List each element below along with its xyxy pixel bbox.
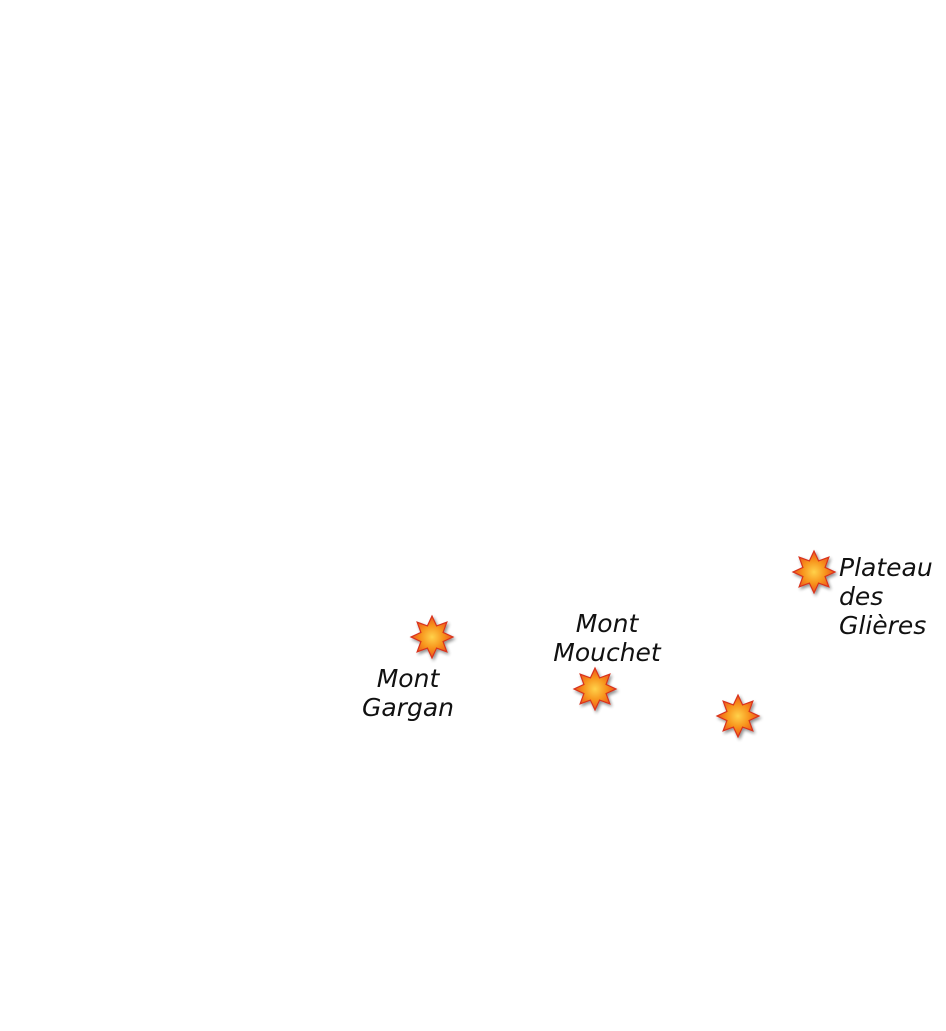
explosion-star-icon[interactable] bbox=[791, 549, 837, 595]
explosion-star-icon[interactable] bbox=[715, 693, 761, 739]
map-label-mont-gargan: Mont Gargan bbox=[360, 664, 456, 722]
label-line: Mont bbox=[376, 664, 440, 693]
map-label-plateau-des-glieres: Plateau des Glières bbox=[839, 553, 943, 640]
explosion-star-icon[interactable] bbox=[409, 614, 455, 660]
label-line: Gargan bbox=[361, 693, 454, 722]
label-line: Mouchet bbox=[553, 638, 661, 667]
label-line: Plateau bbox=[839, 553, 933, 582]
label-line: des bbox=[839, 582, 884, 611]
label-line: Glières bbox=[839, 611, 927, 640]
label-line: Mont bbox=[575, 609, 639, 638]
explosion-star-icon[interactable] bbox=[572, 666, 618, 712]
map-label-mont-mouchet: Mont Mouchet bbox=[547, 609, 667, 667]
